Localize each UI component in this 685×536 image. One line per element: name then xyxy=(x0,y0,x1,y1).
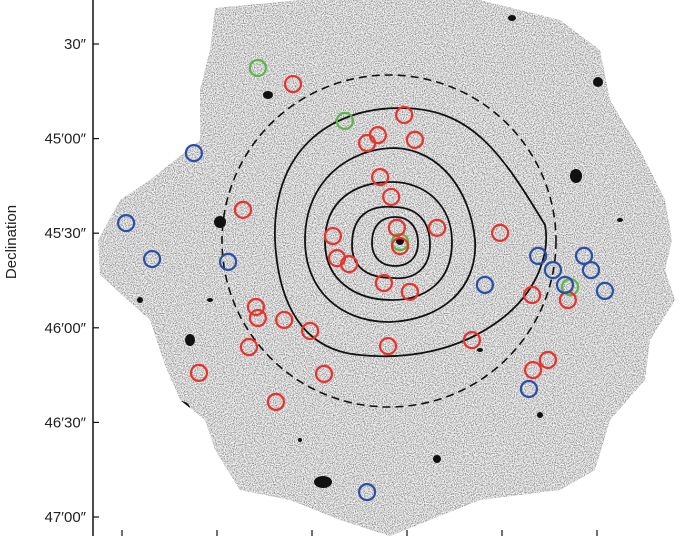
red-source-marker xyxy=(427,218,447,237)
red-source-marker xyxy=(374,273,393,293)
y-tick-label: 47′00″ xyxy=(45,509,87,526)
red-source-marker xyxy=(390,237,410,256)
red-source-marker xyxy=(491,223,510,242)
blue-source-marker xyxy=(555,275,575,295)
red-source-marker xyxy=(283,74,303,94)
red-source-marker xyxy=(301,321,320,341)
red-source-marker xyxy=(246,297,266,317)
blue-source-marker xyxy=(574,246,594,266)
red-source-marker xyxy=(323,226,342,246)
red-source-marker xyxy=(339,255,359,274)
contour-2 xyxy=(304,147,476,323)
y-axis-title: Declination xyxy=(3,205,20,279)
blue-source-marker xyxy=(218,252,238,271)
blue-source-marker xyxy=(142,249,162,269)
y-axis-ticks: 30″ 45′00″ 45′30″ 46′00″ 46′30″ 47′00″ xyxy=(45,36,99,526)
blue-source-marker xyxy=(543,260,563,280)
red-source-marker xyxy=(523,360,543,380)
red-source-marker xyxy=(370,167,390,187)
blue-source-marker xyxy=(595,281,615,301)
y-tick-label: 46′30″ xyxy=(45,414,87,431)
y-tick-label: 46′00″ xyxy=(45,320,87,337)
x-axis-ticks xyxy=(121,530,598,536)
green-source-marker xyxy=(248,58,267,78)
red-source-marker xyxy=(233,200,253,219)
red-source-marker xyxy=(314,364,334,383)
blue-source-marker xyxy=(519,379,539,399)
red-source-marker xyxy=(462,330,482,350)
y-tick-label: 30″ xyxy=(64,36,87,53)
blue-source-marker xyxy=(581,260,601,280)
red-source-marker xyxy=(387,218,406,237)
red-source-marker xyxy=(405,130,425,149)
contour-4 xyxy=(351,205,431,280)
red-source-marker xyxy=(358,133,377,153)
green-source-marker xyxy=(335,111,355,131)
red-source-marker xyxy=(538,350,558,370)
blue-source-marker xyxy=(475,275,494,295)
blue-source-marker xyxy=(358,482,377,502)
dashed-circle xyxy=(221,74,557,408)
y-tick-label: 45′00″ xyxy=(45,131,87,148)
y-tick-label: 45′30″ xyxy=(45,225,87,242)
red-source-marker xyxy=(248,308,267,328)
red-source-marker xyxy=(275,310,294,330)
red-source-marker xyxy=(382,187,401,207)
sky-image xyxy=(98,0,675,536)
blue-source-marker xyxy=(117,214,136,233)
red-source-marker xyxy=(189,363,209,382)
contour-5 xyxy=(371,216,419,267)
red-source-marker xyxy=(395,105,414,125)
red-source-marker xyxy=(522,285,542,305)
red-source-marker xyxy=(400,282,419,301)
red-source-marker xyxy=(239,337,259,357)
blue-source-marker xyxy=(184,144,203,163)
red-source-marker xyxy=(266,392,285,412)
contour-3 xyxy=(324,181,453,301)
source-markers xyxy=(117,58,615,502)
red-source-marker xyxy=(378,336,398,356)
blue-source-marker xyxy=(528,246,548,266)
